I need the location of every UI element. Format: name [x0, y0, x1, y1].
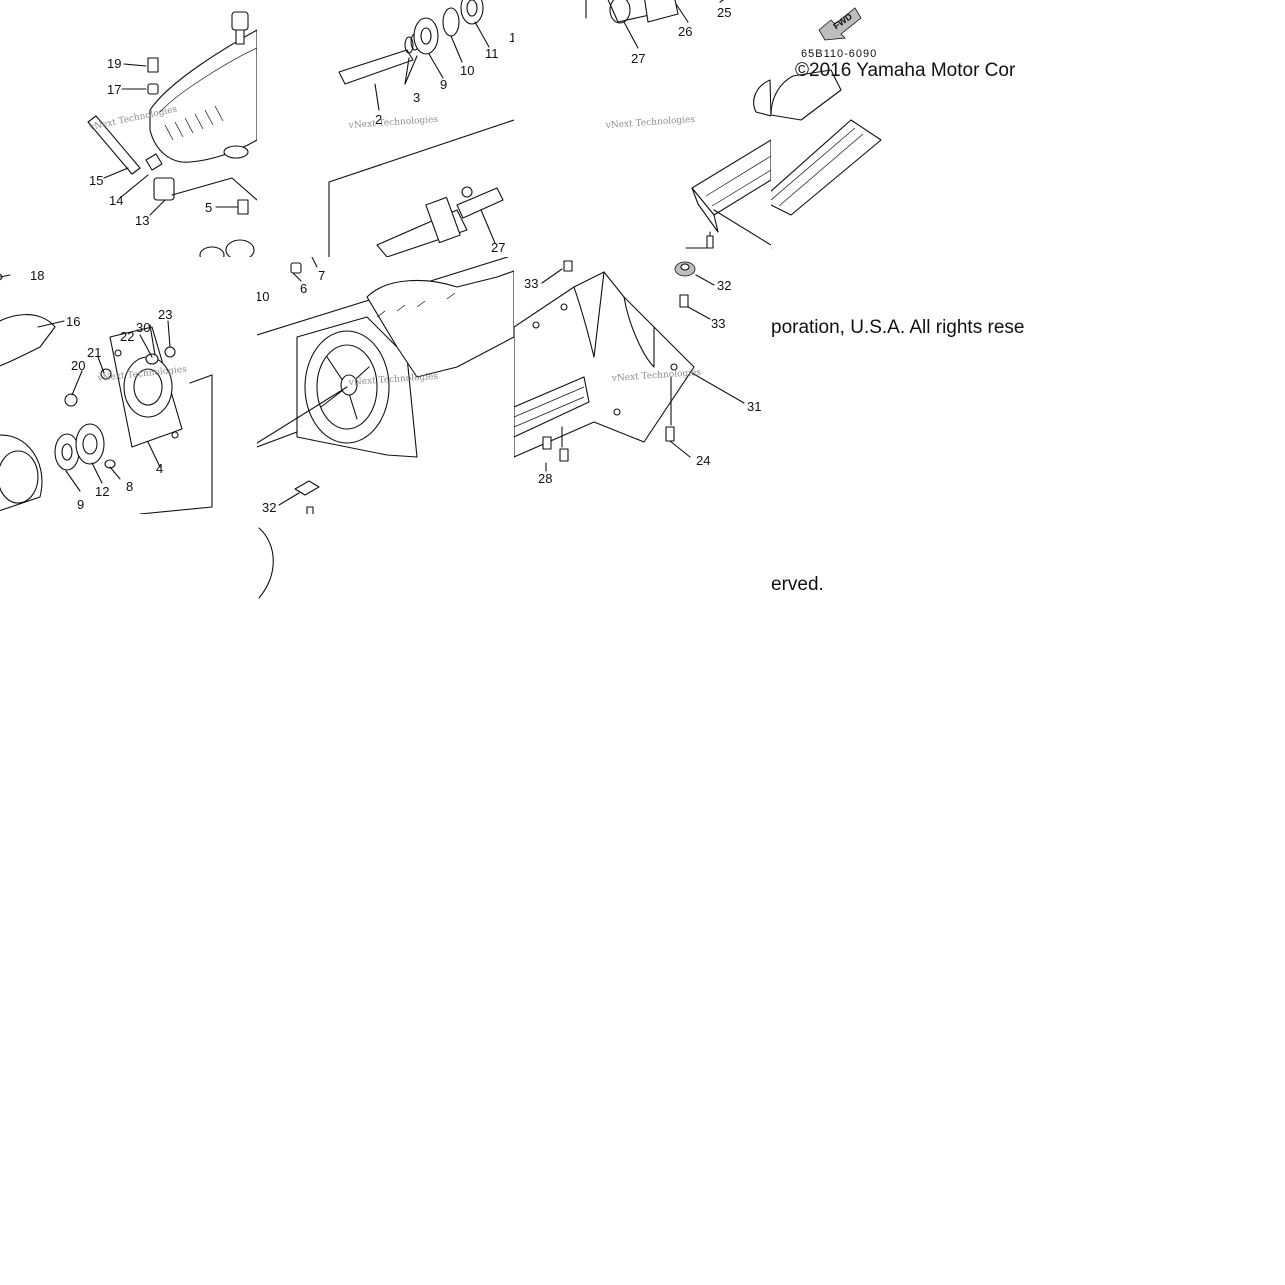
drive-shaft-drawing: vNext Technologies 3 9 10 11 1 2 27: [328, 0, 514, 257]
part-callout-number: 33: [524, 276, 538, 291]
part-callout-number: 4: [156, 461, 163, 476]
copyright-line: ©2016 Yamaha Motor Cor: [795, 60, 1016, 81]
part-callout-number: 31: [747, 399, 761, 414]
part-callout-number: 20: [71, 358, 85, 373]
part-callout-number: 15: [89, 173, 103, 188]
pole-cover-drawing: vNext Technologies 19 17 15 14 13 5: [87, 11, 257, 257]
housing-drawing: vNext Technologies 18 16 22 30 23 21 20 …: [0, 268, 213, 514]
part-callout-number: 5: [205, 200, 212, 215]
part-callout-number: 12: [95, 484, 109, 499]
part-callout-number: 9: [440, 77, 447, 92]
watermark-text: vNext Technologies: [605, 115, 696, 131]
part-callout-number: 21: [87, 345, 101, 360]
diagram-tile-bracket: vNext Technologies 33 32 33 31 24 28: [514, 257, 771, 514]
part-callout-number: 9: [77, 497, 84, 512]
part-callout-number: 1: [509, 30, 514, 45]
pump-drawing: vNext Technologies 10 6 7 32: [257, 257, 514, 514]
fwd-arrow-icon: FWD: [818, 7, 862, 41]
part-callout-number: 7: [318, 268, 325, 283]
diagram-tile-pump-bottom: [257, 514, 514, 600]
diagram-tile-copyright-end: erved.: [771, 514, 1028, 771]
part-callout-number: 26: [678, 24, 692, 39]
part-callout-number: 24: [696, 453, 710, 468]
part-callout-number: 8: [126, 479, 133, 494]
copyright-line-continued: poration, U.S.A. All rights rese: [771, 317, 1025, 338]
bracket-drawing: vNext Technologies 33 32 33 31 24 28: [514, 260, 761, 486]
part-callout-number: 19: [107, 56, 121, 71]
part-callout-number: 28: [538, 471, 552, 486]
watermark-text: vNext Technologies: [348, 115, 439, 131]
diagram-tile-coupling: vNext Technologies 25 26 27: [514, 0, 771, 257]
part-callout-number: 33: [711, 316, 725, 331]
diagram-tile-pole-cover: vNext Technologies 19 17 15 14 13 5: [0, 0, 257, 257]
pump-bottom-drawing: [258, 527, 274, 599]
diagram-tile-pump: vNext Technologies 10 6 7 32: [257, 257, 514, 514]
diagram-tile-header: FWD 65B110-6090 ©2016 Yamaha Motor Cor: [771, 0, 1028, 257]
part-callout-number: 10: [460, 63, 474, 78]
part-callout-number: 16: [66, 314, 80, 329]
header-drawing: FWD 65B110-6090: [771, 7, 882, 249]
part-callout-number: 32: [262, 500, 276, 514]
part-callout-number: 11: [485, 46, 499, 61]
part-callout-number: 2: [375, 112, 382, 127]
part-callout-number: 30: [136, 320, 150, 335]
part-callout-number: 13: [135, 213, 149, 228]
part-callout-number: 6: [300, 281, 307, 296]
coupling-drawing: vNext Technologies 25 26 27: [585, 0, 771, 249]
watermark: vNext Technologies: [348, 115, 439, 131]
part-callout-number: 10: [257, 289, 269, 304]
part-callout-number: 32: [717, 278, 731, 293]
watermark: vNext Technologies: [605, 115, 696, 131]
part-callout-number: 3: [413, 90, 420, 105]
copyright-line-end: erved.: [771, 574, 824, 595]
part-callout-number: 27: [631, 51, 645, 66]
part-callout-number: 17: [107, 82, 121, 97]
diagram-tile-drive-shaft: vNext Technologies 3 9 10 11 1 2 27: [257, 0, 514, 257]
part-callout-number: 27: [491, 240, 505, 255]
diagram-tile-copyright-middle: poration, U.S.A. All rights rese: [771, 257, 1028, 514]
diagram-code: 65B110-6090: [801, 48, 877, 60]
part-callout-number: 18: [30, 268, 44, 283]
part-callout-number: 23: [158, 307, 172, 322]
part-callout-number: 25: [717, 5, 731, 20]
diagram-tile-housing: vNext Technologies 18 16 22 30 23 21 20 …: [0, 257, 257, 514]
part-callout-number: 22: [120, 329, 134, 344]
part-callout-number: 14: [109, 193, 123, 208]
